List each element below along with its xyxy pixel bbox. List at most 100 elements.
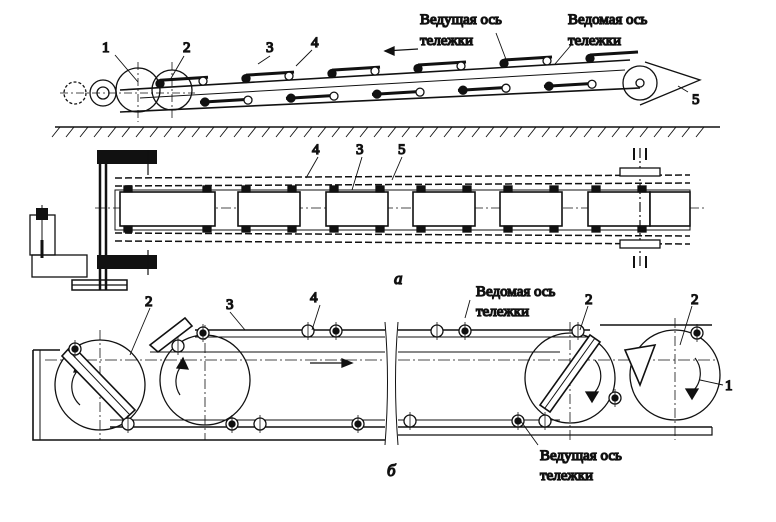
label-4-plan: 4: [312, 142, 320, 158]
cart-body: [119, 191, 216, 227]
view-a-plan: 4 3 5 а: [29, 141, 705, 291]
hatch-line: [275, 126, 285, 138]
label-2-b-left: 2: [145, 294, 153, 310]
cart-roller: [155, 78, 165, 89]
cart-wheel: [416, 225, 426, 233]
cart-roller: [284, 71, 294, 81]
cart-body: [325, 191, 389, 227]
hatch-line: [569, 126, 579, 138]
cart-roller: [198, 76, 208, 86]
hatch-line: [597, 126, 607, 138]
cart-body: [649, 191, 691, 227]
hatch-line: [653, 126, 663, 138]
hatch-line: [359, 126, 369, 138]
hatch-line: [541, 126, 551, 138]
hatch-line: [667, 126, 677, 138]
hatch-line: [555, 126, 565, 138]
hatch-line: [121, 126, 131, 138]
hatch-line: [289, 126, 299, 138]
label-1-a: 1: [102, 40, 110, 56]
label-5-plan: 5: [398, 142, 406, 158]
return-cart-rollers: [200, 79, 597, 107]
hatch-line: [527, 126, 537, 138]
cart-roller: [241, 73, 251, 84]
hatch-line: [695, 126, 705, 138]
hatch-line: [415, 126, 425, 138]
tilted-cart-right: [538, 333, 602, 414]
cart-wheel: [287, 185, 297, 193]
hatch-line: [233, 126, 243, 138]
hatch-line: [611, 126, 621, 138]
cart-wheel: [549, 185, 559, 193]
view-b-detail: 2 3 4 2 2 1 Ведомая ось тележки Ведущая …: [32, 283, 733, 485]
tilted-cart-left: [60, 343, 137, 422]
wheel-right-2: [629, 329, 721, 421]
cart-wheel: [462, 185, 472, 193]
plan-cart-bodies: [119, 185, 691, 233]
view-b-rollers: [68, 322, 704, 433]
driven-axle-cart-a: тележки: [568, 33, 621, 49]
hatch-line: [219, 126, 229, 138]
caption-a: а: [394, 269, 403, 288]
cart-wheel: [503, 185, 513, 193]
label-2-b-mid: 2: [585, 292, 593, 308]
return-roller: [372, 89, 382, 99]
driving-axle-cart-b: тележки: [540, 468, 593, 484]
hatch-line: [191, 126, 201, 138]
cart-wheel: [549, 225, 559, 233]
hatch-line: [443, 126, 453, 138]
drive-shaft-assembly: [29, 150, 157, 291]
cart-wheel: [329, 185, 339, 193]
label-5-a: 5: [692, 92, 700, 108]
hatch-line: [485, 126, 495, 138]
hatch-line: [79, 126, 89, 138]
tail-shaft: [619, 148, 661, 268]
wheel-right-1: [524, 332, 616, 424]
hatch-line: [317, 126, 327, 138]
cart-wheel: [462, 225, 472, 233]
top-cart-plates: [159, 50, 639, 82]
hatch-line: [401, 126, 411, 138]
top-cart-rollers: [155, 53, 595, 89]
return-roller: [243, 95, 253, 105]
cart-roller: [413, 63, 423, 74]
cart-wheel: [637, 185, 647, 193]
hatch-line: [639, 126, 649, 138]
label-3-b: 3: [226, 297, 234, 313]
hatch-line: [499, 126, 509, 138]
driven-axle-label-b: Ведомая ось: [476, 284, 556, 300]
return-roller: [544, 81, 554, 91]
cart-roller: [370, 66, 380, 76]
cart-wheel: [287, 225, 297, 233]
cart-roller: [456, 61, 466, 71]
return-roller: [415, 87, 425, 97]
label-2-b-right: 2: [691, 292, 699, 308]
cart-wheel: [416, 185, 426, 193]
cart-wheel: [375, 185, 385, 193]
cart-plate: [589, 50, 639, 57]
driving-axle-cart-a: тележки: [420, 33, 473, 49]
cart-wheel: [202, 225, 212, 233]
label-4-a: 4: [311, 35, 319, 51]
cart-wheel: [329, 225, 339, 233]
hatch-line: [513, 126, 523, 138]
return-roller: [458, 85, 468, 95]
caption-b: б: [387, 461, 396, 480]
cart-roller: [542, 56, 552, 66]
cart-wheel: [637, 225, 647, 233]
hatch-line: [51, 126, 61, 138]
label-3-a: 3: [266, 40, 274, 56]
label-4-b: 4: [310, 290, 318, 306]
return-roller: [200, 97, 210, 107]
hatch-line: [247, 126, 257, 138]
hatch-line: [107, 126, 117, 138]
tilted-plate-right: [623, 343, 657, 388]
cart-body: [237, 191, 301, 227]
cart-roller: [499, 58, 509, 69]
label-3-plan: 3: [356, 142, 364, 158]
label-2-a: 2: [183, 40, 191, 56]
hatch-line: [149, 126, 159, 138]
return-roller: [286, 93, 296, 103]
cart-wheel: [123, 225, 133, 233]
